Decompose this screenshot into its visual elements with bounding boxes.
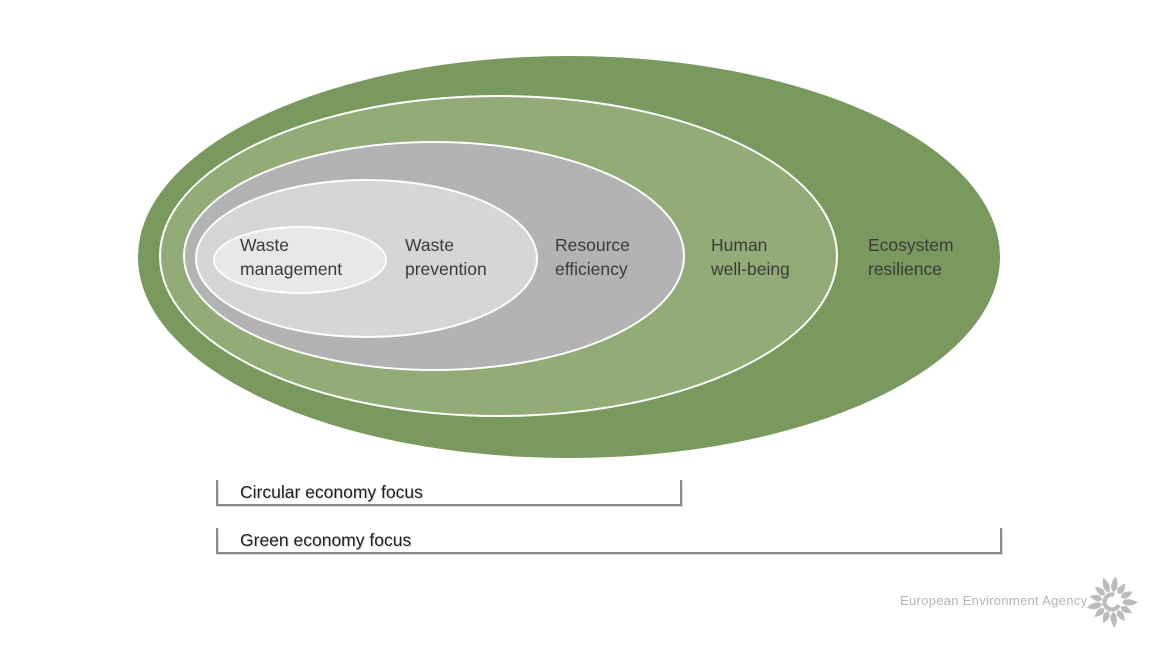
logo-petal: [1120, 605, 1133, 614]
label-line: Resource: [555, 235, 630, 255]
logo-petal: [1111, 576, 1118, 593]
logo-petal: [1116, 610, 1125, 622]
bracket-label-circular-economy: Circular economy focus: [240, 482, 423, 502]
logo-crescent: [1102, 592, 1122, 612]
label-line: Human: [711, 235, 768, 255]
label-waste-management: Waste management: [240, 234, 342, 281]
agency-name: European Environment Agency: [900, 593, 1088, 608]
label-line: Waste: [240, 235, 289, 255]
logo-petal: [1094, 608, 1105, 617]
logo-petal: [1102, 611, 1110, 624]
label-line: efficiency: [555, 258, 628, 279]
bracket-label-green-economy: Green economy focus: [240, 530, 412, 550]
label-line: resilience: [868, 258, 942, 279]
bracket-green-economy: Green economy focus: [216, 528, 1002, 554]
logo-petal: [1102, 577, 1110, 593]
label-ecosystem-resilience: Ecosystem resilience: [868, 234, 954, 281]
logo-petal: [1120, 591, 1133, 599]
label-line: Ecosystem: [868, 235, 954, 255]
label-line: Waste: [405, 235, 454, 255]
label-human-well-being: Human well-being: [711, 234, 790, 281]
label-line: prevention: [405, 258, 487, 279]
logo-petal: [1095, 586, 1105, 596]
logo-petal: [1086, 602, 1103, 610]
label-line: management: [240, 258, 343, 279]
logo-petal: [1089, 594, 1103, 602]
logo-petals: [1086, 576, 1138, 628]
logo-petal: [1117, 583, 1126, 594]
label-line: well-being: [711, 258, 790, 279]
eea-flower-logo: [1086, 576, 1138, 628]
ring-waste-management: [213, 226, 387, 294]
label-resource-efficiency: Resource efficiency: [555, 234, 630, 281]
label-waste-prevention: Waste prevention: [405, 234, 487, 281]
logo-petal: [1121, 599, 1138, 606]
logo-petal: [1110, 611, 1117, 628]
bracket-circular-economy: Circular economy focus: [216, 480, 682, 506]
